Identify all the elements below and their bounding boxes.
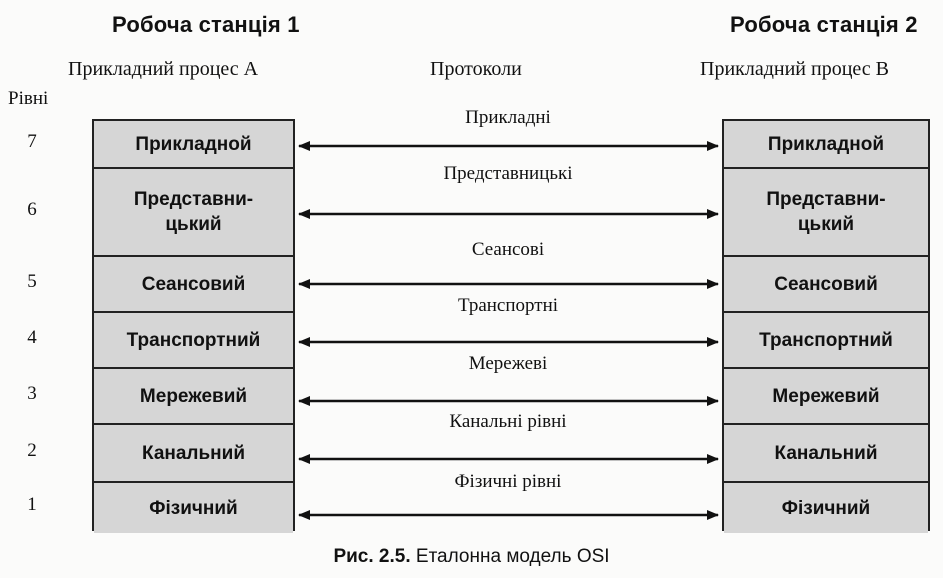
left-layer-name-line: Транспортний — [126, 329, 261, 351]
left-layer-box: Представни-цький — [94, 169, 293, 257]
level-number: 1 — [27, 494, 37, 515]
protocol-label: Прикладні — [465, 107, 551, 128]
station-2-title: Робоча станція 2 — [730, 12, 918, 37]
left-layer-name: Представни-цький — [134, 187, 253, 237]
left-layer-name-line: Мережевий — [139, 385, 248, 407]
right-layer-name-line: Транспортний — [759, 329, 893, 351]
left-layer-box: Сеансовий — [94, 257, 293, 313]
protocol-label: Канальні рівні — [449, 411, 567, 432]
right-layer-name: Прикладной — [768, 132, 884, 157]
level-number: 6 — [27, 199, 37, 220]
right-layer-name-line: цький — [797, 214, 855, 235]
right-layer-box: Мережевий — [724, 369, 928, 425]
left-layer-name: Прикладной — [135, 132, 251, 157]
level-number: 2 — [27, 440, 37, 461]
right-layer-name-line: Прикладной — [767, 133, 885, 155]
left-layer-name-line: Фізичний — [149, 497, 238, 519]
right-layer-name-line: Фізичний — [781, 497, 871, 519]
left-layer-box: Транспортний — [94, 313, 293, 369]
right-layer-name-line: Канальний — [774, 442, 878, 464]
figure-caption-text: Еталонна модель OSI — [415, 546, 610, 567]
right-layer-box: Сеансовий — [724, 257, 928, 313]
left-layer-name: Мережевий — [140, 384, 247, 409]
right-layer-box: Фізичний — [724, 483, 928, 533]
level-number: 4 — [27, 327, 37, 348]
right-layer-name-line: Сеансовий — [774, 273, 878, 295]
left-layer-box: Прикладной — [94, 121, 293, 169]
left-layer-name: Транспортний — [127, 328, 261, 353]
level-number: 3 — [27, 383, 37, 404]
right-layer-box: Прикладной — [724, 121, 928, 169]
process-a-label: Прикладний процес А — [68, 58, 259, 80]
left-layer-name-line: Прикладной — [135, 133, 252, 155]
right-layer-name-line: Представни- — [766, 189, 886, 210]
protocol-label: Транспортні — [457, 295, 559, 316]
station-1-title: Робоча станція 1 — [112, 12, 300, 37]
right-layer-name: Транспортний — [759, 328, 893, 353]
levels-heading: Рівні — [8, 88, 49, 109]
left-layer-box: Канальний — [94, 425, 293, 483]
left-layer-name-line: цький — [165, 214, 222, 235]
left-layer-name: Фізичний — [149, 496, 238, 521]
right-layer-box: Представни-цький — [724, 169, 928, 257]
left-layer-name-line: Представни- — [133, 189, 254, 210]
figure-caption-label: Рис. 2.5. — [333, 546, 411, 567]
left-layer-name-line: Канальний — [141, 442, 246, 464]
level-number: 7 — [27, 131, 37, 152]
right-layer-box: Транспортний — [724, 313, 928, 369]
protocol-label: Фізичні рівні — [454, 471, 562, 492]
protocol-label: Представницькі — [443, 163, 573, 184]
left-layer-box: Мережевий — [94, 369, 293, 425]
left-layer-name: Канальний — [142, 441, 245, 466]
process-b-label: Прикладний процес В — [700, 58, 890, 80]
left-layer-box: Фізичний — [94, 483, 293, 533]
right-layer-name: Мережевий — [772, 384, 879, 409]
left-layer-name: Сеансовий — [142, 272, 246, 297]
right-layer-name: Фізичний — [782, 496, 871, 521]
protocols-heading: Протоколи — [430, 58, 522, 80]
left-layer-name-line: Сеансовий — [141, 273, 246, 295]
right-layer-name: Сеансовий — [774, 272, 878, 297]
right-layer-box: Канальний — [724, 425, 928, 483]
protocol-label: Мережеві — [468, 353, 548, 374]
protocol-label: Сеансові — [471, 239, 545, 260]
right-layer-name: Представни-цький — [766, 187, 885, 237]
level-number: 5 — [27, 271, 37, 292]
figure-caption: Рис. 2.5. Еталонна модель OSI — [0, 546, 943, 568]
right-layer-name-line: Мережевий — [772, 385, 880, 407]
right-layer-name: Канальний — [774, 441, 877, 466]
